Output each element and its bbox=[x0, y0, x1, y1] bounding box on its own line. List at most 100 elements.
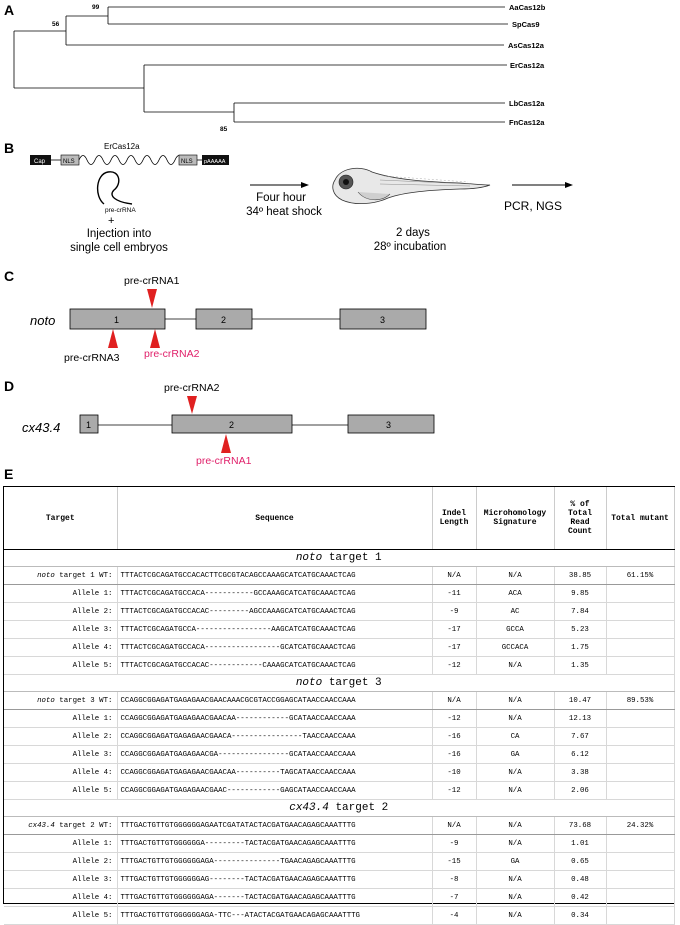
table-row: Allele 5:CCAGGCGGAGATGAGAGAACGAAC-------… bbox=[4, 781, 675, 800]
microhomology-cell: GA bbox=[476, 852, 555, 871]
sequence-cell: TTTACTCGCAGATGCCACAC---------AGCCAAAGCAT… bbox=[117, 602, 433, 621]
table-row: Allele 2:TTTGACTGTTGTGGGGGGAGA----------… bbox=[4, 852, 675, 871]
percent-cell: 5.23 bbox=[554, 620, 607, 639]
guide-marker bbox=[147, 289, 157, 308]
sequence-cell: TTTGACTGTTGTGGGGGGAGAATCGATATACTACGATGAA… bbox=[117, 816, 433, 835]
injection-text: single cell embryos bbox=[70, 242, 168, 254]
sequence-cell: CCAGGCGGAGATGAGAGAACGAACAAACGCGTACCGGAGC… bbox=[117, 691, 433, 710]
microhomology-cell: N/A bbox=[476, 656, 555, 675]
row-label: Allele 2: bbox=[4, 727, 118, 746]
exon bbox=[339, 308, 427, 330]
indel-cell: -17 bbox=[432, 620, 477, 639]
indel-cell: -17 bbox=[432, 638, 477, 657]
indel-cell: N/A bbox=[432, 816, 477, 835]
total-mutant-cell bbox=[606, 602, 675, 621]
nls-label: NLS bbox=[181, 159, 193, 165]
taxon-label: FnCas12a bbox=[509, 118, 545, 127]
bootstrap-value: 85 bbox=[220, 126, 228, 133]
row-label: Allele 5: bbox=[4, 656, 118, 675]
col-header-sequence: Sequence bbox=[117, 487, 433, 550]
microhomology-cell: N/A bbox=[476, 566, 555, 585]
indel-cell: -8 bbox=[432, 870, 477, 889]
total-mutant-cell bbox=[606, 834, 675, 853]
table-row: Allele 4:TTTGACTGTTGTGGGGGGAGA-------TAC… bbox=[4, 888, 675, 907]
guide-label: pre-crRNA2 bbox=[164, 382, 220, 394]
row-label-gene: cx43.4 bbox=[28, 821, 55, 830]
zebrafish-embryo-icon bbox=[332, 167, 491, 204]
percent-cell: 0.65 bbox=[554, 852, 607, 871]
microhomology-cell: GA bbox=[476, 745, 555, 764]
section-target: target 1 bbox=[322, 552, 382, 564]
row-label: Allele 1: bbox=[4, 709, 118, 728]
microhomology-cell: GCCA bbox=[476, 620, 555, 639]
sequence-cell: TTTGACTGTTGTGGGGGGAGA-------TACTACGATGAA… bbox=[117, 888, 433, 907]
exon-number: 3 bbox=[386, 420, 391, 430]
exon-number: 1 bbox=[114, 315, 119, 325]
exon bbox=[79, 414, 99, 434]
col-header-microhomology: Microhomology Signature bbox=[476, 487, 555, 550]
gene-label: ErCas12a bbox=[104, 142, 140, 151]
percent-cell: 6.12 bbox=[554, 745, 607, 764]
microhomology-cell: N/A bbox=[476, 816, 555, 835]
cap-label: Cap bbox=[34, 159, 46, 165]
col-header-total: Total mutant bbox=[606, 487, 675, 550]
exon bbox=[195, 308, 253, 330]
row-label: Allele 5: bbox=[4, 781, 118, 800]
panel-label-d: D bbox=[4, 378, 15, 394]
microhomology-cell: N/A bbox=[476, 781, 555, 800]
table-row: Allele 3:TTTACTCGCAGATGCCA--------------… bbox=[4, 620, 675, 639]
bootstrap-value: 99 bbox=[92, 4, 100, 11]
taxon-label: AsCas12a bbox=[508, 41, 545, 50]
guide-label: pre-crRNA1 bbox=[196, 455, 252, 467]
exon-number: 1 bbox=[86, 420, 91, 430]
percent-cell: 3.38 bbox=[554, 763, 607, 782]
row-label: noto target 1 WT: bbox=[4, 566, 118, 585]
percent-cell: 1.01 bbox=[554, 834, 607, 853]
percent-cell: 10.47 bbox=[554, 691, 607, 710]
table-row: Allele 1:TTTACTCGCAGATGCCACA-----------G… bbox=[4, 584, 675, 603]
percent-cell: 0.34 bbox=[554, 906, 607, 925]
table-row: Allele 1:TTTGACTGTTGTGGGGGGA---------TAC… bbox=[4, 834, 675, 853]
section-title: cx43.4 target 2 bbox=[4, 799, 675, 817]
table-row: Allele 2:TTTACTCGCAGATGCCACAC---------AG… bbox=[4, 602, 675, 621]
sequence-cell: CCAGGCGGAGATGAGAGAACGAACA---------------… bbox=[117, 727, 433, 746]
table-row: Allele 3:CCAGGCGGAGATGAGAGAACGA---------… bbox=[4, 745, 675, 764]
percent-cell: 0.42 bbox=[554, 888, 607, 907]
guide-marker bbox=[150, 329, 160, 348]
incubation-text: 28º incubation bbox=[374, 241, 447, 253]
row-label: noto target 3 WT: bbox=[4, 691, 118, 710]
guide-label: pre-crRNA1 bbox=[124, 275, 180, 287]
microhomology-cell: N/A bbox=[476, 709, 555, 728]
total-mutant-cell bbox=[606, 870, 675, 889]
percent-cell: 1.35 bbox=[554, 656, 607, 675]
section-gene: noto bbox=[295, 552, 323, 564]
guide-marker bbox=[108, 329, 118, 348]
pcr-ngs-text: PCR, NGS bbox=[504, 199, 562, 213]
microhomology-cell: CA bbox=[476, 727, 555, 746]
row-label: Allele 2: bbox=[4, 852, 118, 871]
row-label-text: target 2 WT: bbox=[54, 821, 113, 830]
exon-number: 2 bbox=[229, 420, 234, 430]
heat-shock-text: Four hour bbox=[256, 192, 306, 204]
microhomology-cell: GCCACA bbox=[476, 638, 555, 657]
sequence-cell: TTTACTCGCAGATGCCACA-----------------GCAT… bbox=[117, 638, 433, 657]
taxon-label: ErCas12a bbox=[510, 61, 545, 70]
guide-marker bbox=[221, 434, 231, 453]
percent-cell: 0.48 bbox=[554, 870, 607, 889]
guide-marker bbox=[187, 396, 197, 414]
taxon-label: AaCas12b bbox=[509, 3, 546, 12]
indel-cell: -9 bbox=[432, 834, 477, 853]
total-mutant-cell bbox=[606, 656, 675, 675]
table-row: Allele 5:TTTGACTGTTGTGGGGGGAGA-TTC---ATA… bbox=[4, 906, 675, 925]
percent-cell: 1.75 bbox=[554, 638, 607, 657]
phylogenetic-tree: AaCas12b SpCas9 AsCas12a ErCas12a LbCas1… bbox=[13, 3, 546, 133]
total-mutant-cell bbox=[606, 781, 675, 800]
indel-cell: -16 bbox=[432, 727, 477, 746]
exon bbox=[347, 414, 435, 434]
table-row: Allele 4:CCAGGCGGAGATGAGAGAACGAACAA-----… bbox=[4, 763, 675, 782]
panel-label-c: C bbox=[4, 268, 15, 284]
heat-shock-text: 34º heat shock bbox=[246, 206, 322, 218]
row-label: Allele 4: bbox=[4, 638, 118, 657]
section-target: target 3 bbox=[322, 677, 382, 689]
row-label-text: target 1 WT: bbox=[54, 571, 113, 580]
